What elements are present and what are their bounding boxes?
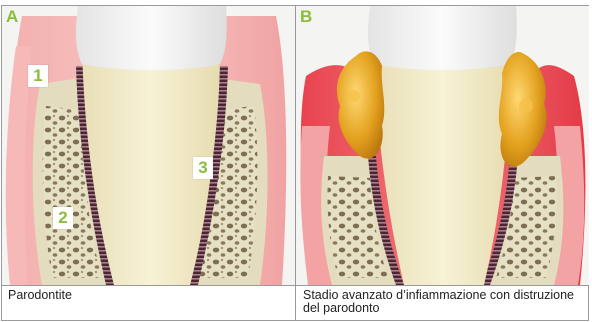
panel-a-illustration: A 1 2 3 — [2, 6, 295, 285]
horizontal-divider — [2, 285, 588, 286]
periodontitis-illustration — [2, 6, 295, 285]
marker-1-gum: 1 — [28, 65, 48, 87]
advanced-inflammation-illustration — [296, 6, 589, 285]
panel-letter-a: A — [6, 8, 18, 26]
caption-a: Parodontite — [8, 289, 288, 302]
caption-b: Stadio avanzato d’infiammazione con dist… — [303, 289, 585, 315]
panel-b-illustration: B — [296, 6, 589, 285]
panel-letter-b: B — [300, 8, 312, 26]
marker-2-bone: 2 — [53, 207, 73, 229]
vertical-divider — [295, 6, 296, 320]
figure-frame: A 1 2 3 — [1, 5, 589, 321]
marker-3-ligament: 3 — [193, 157, 213, 179]
